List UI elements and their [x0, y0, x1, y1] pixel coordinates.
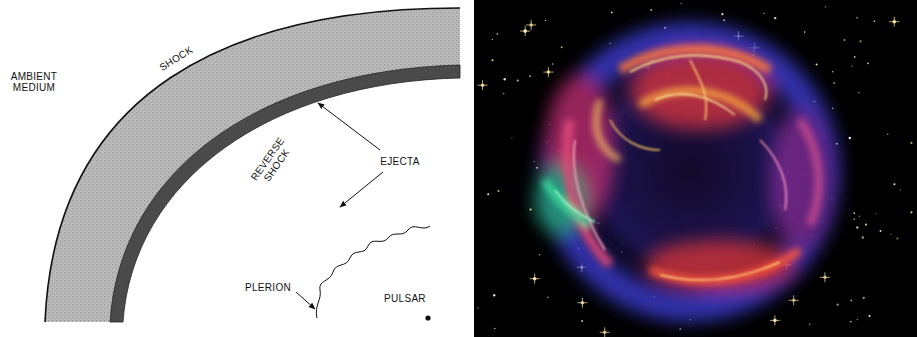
plerion-boundary [316, 226, 430, 318]
star-spike [889, 17, 899, 27]
star-dot [809, 324, 810, 325]
star-dot [893, 183, 895, 185]
leader-arrow [318, 103, 380, 150]
star-dot [679, 328, 681, 330]
star-dot [498, 190, 500, 192]
star-dot [552, 63, 553, 64]
star-spike [478, 80, 488, 90]
leader-arrow [296, 292, 315, 309]
star-dot [856, 226, 858, 228]
star-dot [503, 93, 505, 95]
star-dot [887, 134, 888, 135]
star-spike [543, 67, 553, 77]
star-dot [900, 189, 901, 190]
star-dot [477, 307, 478, 308]
star-dot [536, 167, 538, 169]
star-dot [492, 39, 493, 40]
star-dot [837, 303, 839, 305]
star-dot [832, 107, 833, 108]
star-dot [910, 142, 912, 144]
star-dot [844, 39, 846, 41]
star-spike [530, 274, 540, 284]
star-spike [789, 295, 799, 305]
star-dot [854, 56, 856, 58]
star-dot [494, 328, 495, 329]
star-dot [804, 31, 806, 33]
star-spike [577, 298, 587, 308]
star-dot [650, 9, 652, 11]
star-dot [857, 319, 858, 320]
star-dot [852, 65, 853, 66]
star-dot [876, 213, 877, 214]
pulsar-label: PULSAR [375, 293, 435, 304]
ejecta-shell [110, 65, 460, 322]
star-dot [511, 137, 512, 138]
star-dot [497, 33, 499, 35]
star-dot [858, 92, 860, 94]
star-dot [581, 320, 583, 322]
star-dot [862, 236, 864, 238]
star-dot [539, 254, 541, 256]
star-dot [763, 13, 764, 14]
star-dot [611, 12, 613, 14]
pulsar-dot [425, 315, 430, 320]
star-dot [681, 3, 682, 4]
plerion-label: PLERION [238, 282, 298, 293]
star-spike [600, 327, 610, 337]
star-dot [856, 17, 857, 18]
star-dot [880, 230, 882, 232]
star-dot [868, 315, 870, 317]
star-dot [874, 20, 875, 21]
star-dot [561, 46, 563, 48]
star-dot [850, 300, 852, 302]
star-dot [853, 218, 854, 219]
star-dot [850, 321, 852, 323]
star-dot [867, 63, 869, 65]
star-dot [534, 161, 535, 162]
star-dot [816, 63, 818, 65]
star-dot [547, 297, 548, 298]
star-dot [491, 59, 493, 61]
star-spike [820, 272, 830, 282]
star-dot [774, 17, 776, 19]
star-dot [723, 19, 725, 21]
leader-arrow [340, 172, 383, 207]
ejecta-label: EJECTA [370, 156, 430, 167]
star-dot [849, 137, 851, 139]
star-dot [721, 13, 723, 15]
star-dot [853, 212, 855, 214]
region-label: AMBIENT MEDIUM [2, 71, 66, 93]
star-dot [910, 211, 912, 213]
star-dot [859, 40, 861, 42]
star-dot [896, 237, 898, 239]
star-dot [529, 208, 531, 210]
star-dot [493, 294, 495, 296]
star-dot [832, 71, 834, 73]
star-dot [865, 224, 867, 226]
star-spike [526, 20, 536, 30]
star-dot [517, 79, 519, 81]
star-dot [825, 6, 826, 7]
star-dot [859, 215, 860, 216]
star-spike [520, 26, 530, 36]
star-dot [833, 82, 835, 84]
shocked-shell [45, 8, 460, 322]
star-dot [529, 75, 531, 77]
star-spike [770, 315, 780, 325]
star-dot [504, 78, 506, 80]
star-dot [863, 297, 865, 299]
star-dot [487, 193, 489, 195]
star-dot [890, 234, 891, 235]
star-dot [545, 20, 547, 22]
shock-front [45, 8, 460, 322]
